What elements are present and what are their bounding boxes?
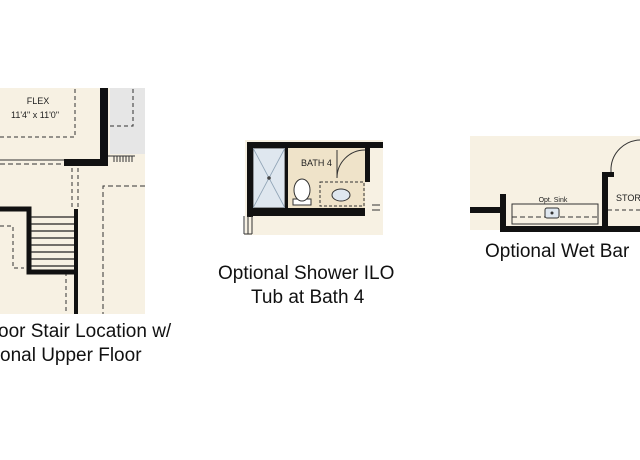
sink-label: Opt. Sink — [539, 197, 568, 204]
dashed-line — [102, 185, 145, 314]
stair-caption-line1: oor Stair Location w/ — [0, 321, 172, 342]
sink — [331, 188, 351, 202]
wall-horizontal — [64, 159, 108, 166]
vanity — [319, 181, 365, 207]
flex-room-outline — [0, 88, 76, 138]
wetbar-wall-left-stub — [470, 207, 502, 213]
wall-stub — [243, 216, 253, 235]
bath-wall-divider — [285, 148, 288, 208]
stair-treads — [31, 216, 74, 267]
counter — [511, 203, 599, 225]
wetbar-wall-left — [500, 194, 506, 232]
wetbar-caption: Optional Wet Bar — [485, 241, 630, 262]
shower-plan: BATH 4 — [243, 140, 383, 235]
stair-wall — [0, 206, 78, 275]
sink-drain — [550, 211, 554, 215]
wetbar-wall-bottom — [500, 226, 640, 232]
door-hatch — [108, 155, 135, 162]
storage-wall — [602, 172, 608, 230]
wetbar-plan: Opt. Sink STOR — [470, 136, 640, 232]
shower-caption-line1: Optional Shower ILO — [218, 263, 395, 284]
closet-outline — [110, 88, 134, 127]
stair-plan: FLEX 11'4" x 11'0" — [0, 88, 145, 314]
shower-drain — [267, 176, 271, 180]
bath-room-label: BATH 4 — [301, 158, 332, 168]
storage-wall-top — [602, 172, 614, 177]
storage-room-label: STOR — [616, 193, 640, 203]
wall-vertical — [100, 88, 108, 166]
storage-arch — [610, 139, 640, 172]
bath-wall-left — [247, 142, 253, 217]
bath-wall-top — [247, 142, 383, 148]
bath-wall-right — [365, 148, 370, 182]
toilet-bowl — [293, 178, 311, 202]
flex-room-dims: 11'4" x 11'0" — [11, 110, 59, 120]
flex-room-label: FLEX — [27, 96, 50, 106]
shower-caption-line2: Tub at Bath 4 — [251, 287, 365, 308]
stair-caption-line2: onal Upper Floor — [0, 345, 142, 366]
gray-area — [110, 88, 145, 154]
bath-wall-bottom — [247, 208, 365, 216]
